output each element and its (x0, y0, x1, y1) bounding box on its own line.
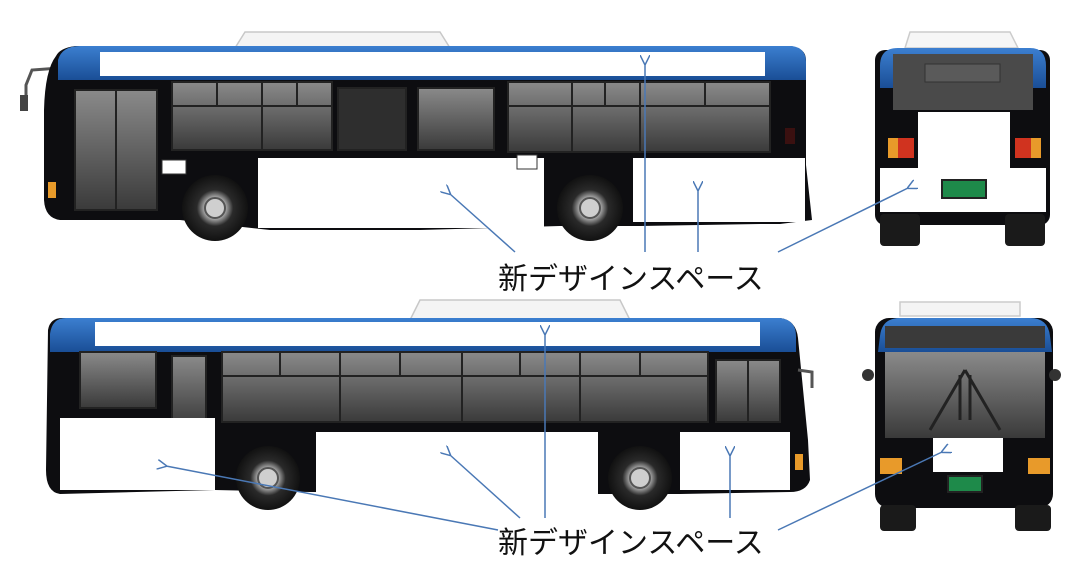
bus-rear-view (875, 31, 1050, 246)
design-space-label-bottom: 新デザインスペース (498, 526, 764, 561)
design-space-label-top: 新デザインスペース (498, 262, 764, 297)
arrow-icon (777, 452, 942, 531)
arrow-icon (450, 455, 521, 519)
arrow-icon (166, 466, 499, 531)
bottom-arrows (166, 334, 942, 531)
bus-front-view (862, 301, 1061, 531)
arrow-icon (777, 188, 908, 253)
bus-side-front-view (46, 299, 814, 510)
top-arrows (450, 64, 908, 253)
bus-side-rear-view (20, 31, 812, 241)
arrow-icon (450, 194, 516, 253)
